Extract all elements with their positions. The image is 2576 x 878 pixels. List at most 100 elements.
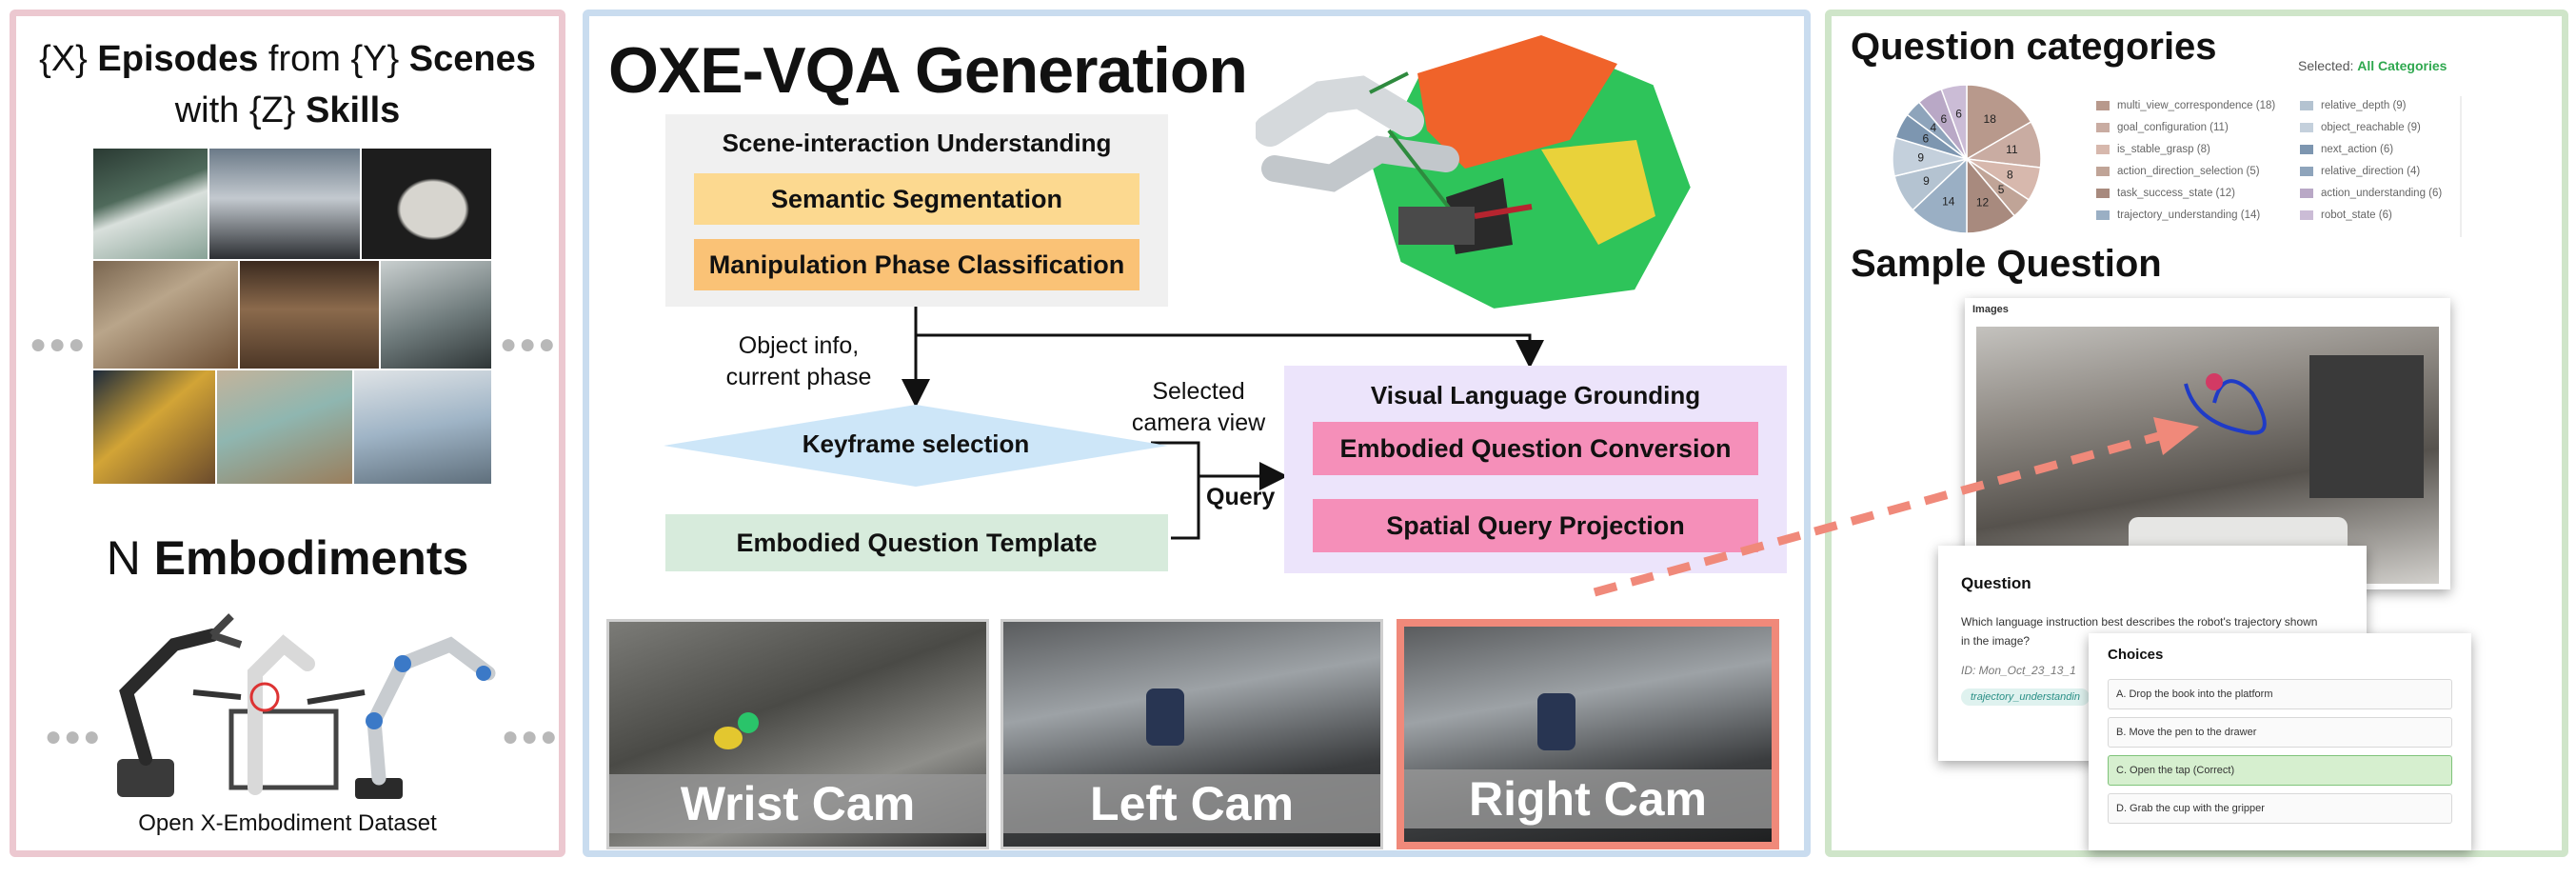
ellipsis-dots-icon: ●●● [502, 721, 560, 752]
dataset-panel: {X} Episodes from {Y} Scenes with {Z} Sk… [10, 10, 565, 857]
legend-item[interactable]: multi_view_correspondence (18) [2096, 100, 2275, 111]
question-text: Which language instruction best describe… [1961, 615, 2318, 648]
legend-item[interactable]: relative_depth (9) [2300, 100, 2407, 111]
legend-item[interactable]: goal_configuration (11) [2096, 122, 2229, 133]
right-cam-view: Right Cam [1397, 619, 1779, 849]
question-template-step: Embodied Question Template [665, 514, 1168, 571]
legend-label: action_direction_selection (5) [2117, 166, 2260, 177]
pie-slice-trajectory-understanding[interactable] [1912, 157, 1968, 234]
scene-understanding-title: Scene-interaction Understanding [722, 129, 1112, 157]
wrist-cam-view: Wrist Cam [606, 619, 989, 849]
legend-label: relative_direction (4) [2321, 166, 2421, 177]
pie-slice-value-label: 9 [1917, 151, 1924, 165]
legend-label: task_success_state (12) [2117, 188, 2236, 199]
legend-swatch [2096, 189, 2110, 198]
left-cam-label: Left Cam [1003, 774, 1380, 833]
legend-swatch [2300, 167, 2313, 176]
ellipsis-dots-icon: ●●● [30, 329, 88, 360]
page-title: OXE-VQA Generation [608, 34, 1248, 107]
scene-photo [216, 369, 353, 485]
pie-slice-value-label: 18 [1984, 112, 1997, 126]
keyframe-selection-diamond [664, 405, 1168, 487]
choice-a[interactable]: A. Drop the book into the platform [2108, 679, 2452, 709]
semantic-segmentation-step: Semantic Segmentation [694, 173, 1139, 225]
dataset-caption: Open X-Embodiment Dataset [138, 810, 437, 836]
selected-camera-label: Selected camera view [1131, 378, 1266, 436]
legend-swatch [2096, 210, 2110, 220]
legend-item[interactable]: action_direction_selection (5) [2096, 166, 2260, 177]
legend-swatch [2096, 167, 2110, 176]
left-cam-view: Left Cam [1001, 619, 1383, 849]
scene-photo [92, 148, 208, 260]
legend-label: robot_state (6) [2321, 210, 2392, 221]
ellipsis-dots-icon: ●●● [45, 721, 103, 752]
legend-item[interactable]: action_understanding (6) [2300, 188, 2442, 199]
pie-slice-robot-state[interactable] [1940, 84, 1968, 160]
ellipsis-dots-icon: ●●● [500, 329, 558, 360]
flow-arrows [902, 307, 1544, 540]
images-card: Images [1965, 298, 2450, 589]
pie-slice-value-label: 6 [1955, 107, 1962, 120]
wrist-cam-label: Wrist Cam [609, 774, 986, 833]
episodes-heading: {X} Episodes from {Y} Scenes [39, 39, 536, 79]
point-cloud-illustration [1256, 31, 1697, 311]
pie-slice-value-label: 14 [1942, 194, 1955, 208]
legend-item[interactable]: robot_state (6) [2300, 210, 2392, 221]
legend-label: goal_configuration (11) [2117, 122, 2229, 133]
legend-label: action_understanding (6) [2321, 188, 2443, 199]
pie-slice-multi-view-correspondence[interactable] [1966, 84, 2032, 161]
choice-d[interactable]: D. Grab the cup with the gripper [2108, 793, 2452, 824]
selected-filter[interactable]: Selected: All Categories [2298, 58, 2447, 73]
spatial-query-projection-step: Spatial Query Projection [1313, 499, 1758, 552]
legend-swatch [2300, 101, 2313, 110]
legend-label: trajectory_understanding (14) [2117, 210, 2261, 221]
legend-label: object_reachable (9) [2321, 122, 2421, 133]
vlg-title: Visual Language Grounding [1370, 381, 1701, 409]
pie-slice-value-label: 5 [1998, 183, 2005, 196]
keyframe-selection-label: Keyframe selection [802, 429, 1030, 458]
legend-swatch [2096, 123, 2110, 132]
pie-slice-value-label: 4 [1930, 121, 1936, 134]
skills-heading: with {Z} Skills [174, 90, 401, 130]
legend-swatch [2300, 145, 2313, 154]
sample-question-title: Sample Question [1851, 243, 2162, 285]
question-panel: Question categories Selected: All Catego… [1825, 10, 2568, 857]
pie-slice-value-label: 6 [1940, 112, 1947, 126]
scene-photo [239, 260, 380, 369]
object-info-label: Object info, current phase [725, 332, 872, 390]
legend-label: multi_view_correspondence (18) [2117, 100, 2276, 111]
images-label: Images [1972, 304, 2009, 315]
legend-item[interactable]: is_stable_grasp (8) [2096, 144, 2210, 155]
scene-photo [208, 148, 361, 260]
legend-item[interactable]: next_action (6) [2300, 144, 2393, 155]
scene-photo [361, 148, 492, 260]
choice-c-correct[interactable]: C. Open the tap (Correct) [2108, 755, 2452, 786]
generation-panel: OXE-VQA Generation Scene-interaction Und… [583, 10, 1811, 857]
pie-slice-value-label: 11 [2006, 143, 2018, 156]
choices-label: Choices [2108, 647, 2164, 663]
question-id: ID: Mon_Oct_23_13_1 [1961, 664, 2076, 677]
legend-label: next_action (6) [2321, 144, 2394, 155]
legend-label: relative_depth (9) [2321, 100, 2407, 111]
legend-item[interactable]: trajectory_understanding (14) [2096, 210, 2260, 221]
categories-title: Question categories [1851, 26, 2217, 68]
choices-card: Choices A. Drop the book into the platfo… [2089, 633, 2471, 850]
legend-swatch [2096, 101, 2110, 110]
legend-item[interactable]: relative_direction (4) [2300, 166, 2420, 177]
question-label: Question [1961, 574, 2031, 592]
pie-slice-value-label: 8 [2007, 169, 2013, 182]
choice-b[interactable]: B. Move the pen to the drawer [2108, 717, 2452, 748]
manipulation-phase-step: Manipulation Phase Classification [694, 239, 1139, 290]
legend-item[interactable]: object_reachable (9) [2300, 122, 2421, 133]
robot-arms-illustration [117, 613, 496, 799]
sample-image [1976, 327, 2439, 584]
legend-swatch [2300, 123, 2313, 132]
pie-slice-value-label: 12 [1976, 195, 1990, 209]
legend-label: is_stable_grasp (8) [2117, 144, 2210, 155]
scene-photo [380, 260, 492, 369]
legend-item[interactable]: task_success_state (12) [2096, 188, 2235, 199]
scene-photo [92, 369, 216, 485]
legend-swatch [2300, 189, 2313, 198]
embodied-question-conversion-step: Embodied Question Conversion [1313, 422, 1758, 475]
